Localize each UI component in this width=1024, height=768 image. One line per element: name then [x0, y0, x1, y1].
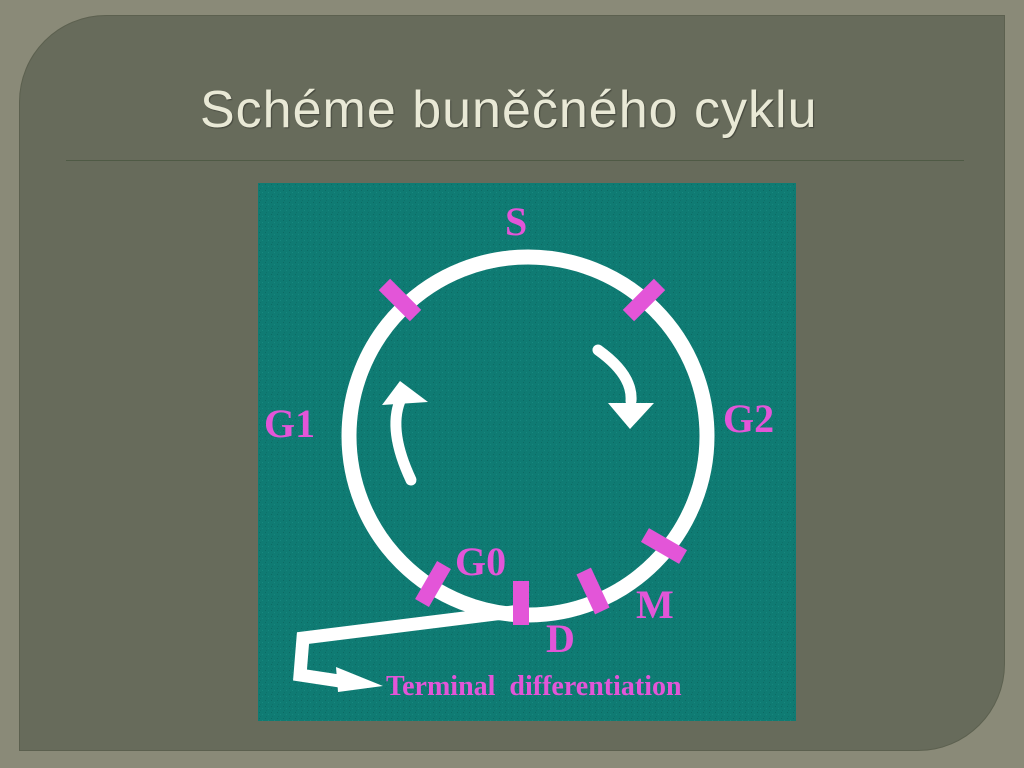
- checkpoint-marker-g1-s: [378, 278, 422, 322]
- g1-direction-arrow: [390, 395, 417, 486]
- cell-cycle-diagram: S G1 G2 G0 M D Terminal differentiation: [258, 183, 796, 721]
- phase-label-m: M: [636, 582, 674, 627]
- g1-arrowhead: [382, 381, 428, 405]
- g2-arrowhead: [608, 403, 654, 429]
- terminal-differentiation-label: Terminal differentiation: [386, 671, 682, 702]
- checkpoint-marker-s-g2: [622, 278, 666, 322]
- checkpoint-marker-g2-m: [640, 528, 688, 564]
- slide-title: Schéme buněčného cyklu: [200, 81, 818, 139]
- title-underline: [66, 160, 964, 161]
- checkpoint-marker-d: [513, 581, 529, 625]
- cell-cycle-figure: S G1 G2 G0 M D Terminal differentiation: [258, 183, 796, 721]
- checkpoint-marker-m: [576, 567, 610, 615]
- phase-label-d: D: [546, 616, 575, 661]
- checkpoint-marker-g0: [415, 560, 451, 608]
- differentiation-path: [293, 604, 521, 689]
- differentiation-arrowhead: [336, 667, 383, 692]
- phase-label-g0: G0: [455, 539, 506, 584]
- phase-label-s: S: [505, 199, 527, 244]
- phase-label-g2: G2: [723, 396, 774, 441]
- phase-label-g1: G1: [264, 401, 315, 446]
- g2-direction-arrow: [592, 344, 637, 407]
